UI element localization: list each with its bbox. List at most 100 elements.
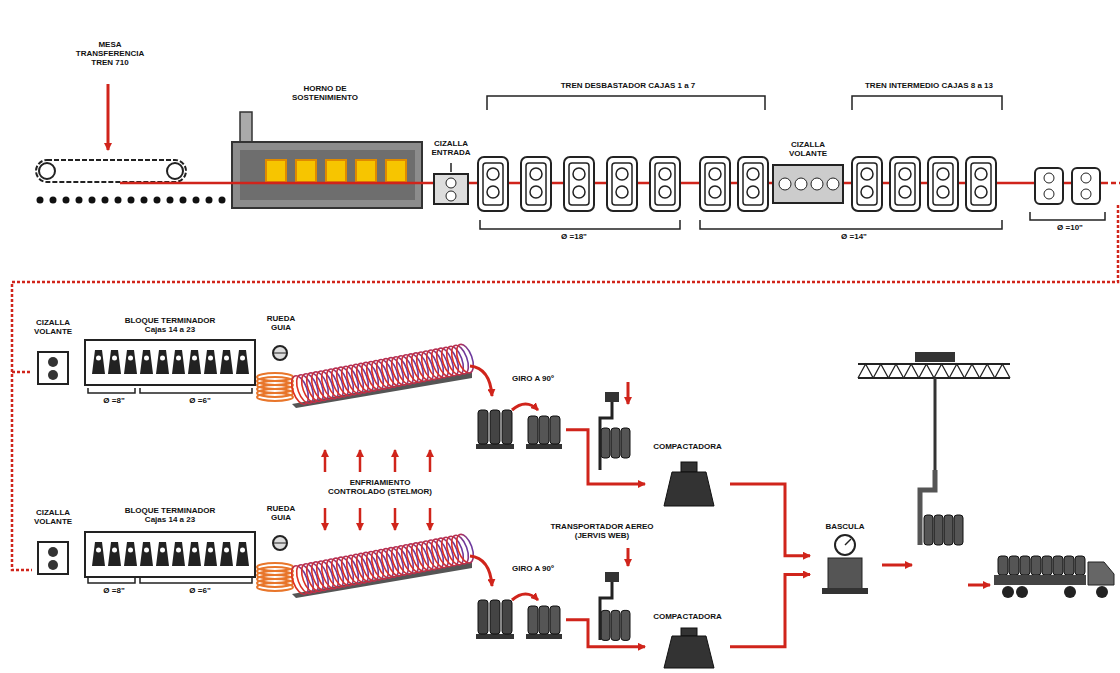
drawing-stroke bbox=[102, 197, 109, 204]
drawing-stroke bbox=[526, 634, 562, 639]
drawing-part bbox=[600, 402, 612, 470]
drawing-stroke bbox=[971, 163, 991, 205]
drawing-part bbox=[85, 532, 255, 577]
dimension-label: Ø =18" bbox=[552, 232, 596, 241]
equipment-node: BASCULA bbox=[810, 522, 880, 597]
equipment-node: HORNO DE SOSTENIMIENTO bbox=[260, 84, 390, 108]
drawing-part bbox=[429, 450, 432, 472]
drawing-part bbox=[1096, 586, 1108, 598]
drawing-stroke bbox=[895, 163, 915, 205]
holding-furnace bbox=[232, 112, 422, 208]
drawing-stroke bbox=[167, 197, 174, 204]
dimension-label: Ø =6" bbox=[178, 586, 222, 595]
drawing-stroke bbox=[621, 610, 630, 640]
drawing-stroke bbox=[964, 364, 979, 378]
drawing-part bbox=[37, 197, 226, 204]
drawing-stroke bbox=[933, 163, 953, 205]
drawing-part bbox=[681, 462, 697, 472]
drawing-stroke bbox=[747, 186, 759, 198]
section-label: TREN INTERMEDIO CAJAS 8 a 13 bbox=[846, 81, 1012, 90]
drawing-stroke bbox=[188, 542, 201, 566]
drawing-stroke bbox=[858, 364, 873, 378]
drawing-stroke bbox=[204, 542, 217, 566]
drawing-part bbox=[88, 388, 135, 393]
compactors bbox=[664, 462, 714, 668]
flying-shear bbox=[773, 165, 843, 203]
drawing-stroke bbox=[37, 197, 44, 204]
jervis-web-transport bbox=[600, 392, 619, 640]
drawing-part bbox=[835, 535, 855, 555]
equipment-label: RUEDA GUIA bbox=[261, 314, 301, 332]
drawing-stroke bbox=[659, 168, 671, 180]
drawing-stroke bbox=[1044, 173, 1054, 183]
drawing-stroke bbox=[128, 356, 133, 361]
drawing-part bbox=[827, 178, 839, 190]
drawing-stroke bbox=[140, 350, 153, 374]
drawing-part bbox=[107, 84, 110, 150]
drawing-stroke bbox=[1072, 168, 1100, 204]
drawing-part bbox=[605, 572, 619, 582]
equipment-node: BLOQUE TERMINADOR Cajas 14 a 23 bbox=[110, 316, 230, 338]
equipment-label: HORNO DE SOSTENIMIENTO bbox=[275, 84, 375, 102]
drawing-stroke bbox=[861, 168, 873, 180]
drawing-stroke bbox=[144, 548, 149, 553]
transfer-table bbox=[36, 84, 226, 204]
drawing-stroke bbox=[616, 186, 628, 198]
drawing-stroke bbox=[160, 356, 165, 361]
drawing-stroke bbox=[156, 350, 169, 374]
drawing-stroke bbox=[144, 356, 149, 361]
drawing-stroke bbox=[998, 556, 1008, 575]
drawing-stroke bbox=[502, 410, 512, 444]
drawing-part bbox=[968, 584, 990, 587]
drawing-stroke bbox=[156, 542, 169, 566]
drawing-part bbox=[240, 150, 415, 200]
drawing-stroke bbox=[980, 364, 995, 378]
drawing-part bbox=[394, 450, 397, 472]
drawing-stroke bbox=[890, 157, 920, 211]
drawing-stroke bbox=[206, 197, 213, 204]
drawing-stroke bbox=[937, 168, 949, 180]
dimension-label: Ø =8" bbox=[92, 396, 136, 405]
drawing-stroke bbox=[709, 186, 721, 198]
drawing-stroke bbox=[76, 197, 83, 204]
bar-path bbox=[12, 205, 1118, 570]
drawing-stroke bbox=[487, 186, 499, 198]
drawing-stroke bbox=[89, 197, 96, 204]
drawing-part bbox=[858, 364, 1010, 378]
drawing-stroke bbox=[954, 515, 963, 545]
drawing-stroke bbox=[528, 416, 538, 444]
equipment-label: CIZALLA VOLANTE bbox=[26, 318, 80, 336]
drawing-stroke bbox=[700, 157, 730, 211]
drawing-stroke bbox=[453, 342, 476, 375]
drawing-stroke bbox=[539, 416, 549, 444]
drawing-part bbox=[36, 160, 186, 182]
drawing-part bbox=[266, 160, 406, 182]
equipment-node: RUEDA GUIA bbox=[260, 314, 302, 336]
drawing-stroke bbox=[904, 364, 919, 378]
drawing-stroke bbox=[192, 548, 197, 553]
drawing-stroke bbox=[490, 410, 500, 444]
drawing-stroke bbox=[550, 606, 560, 634]
equipment-node: BLOQUE TERMINADOR Cajas 14 a 23 bbox=[110, 506, 230, 528]
drawing-stroke bbox=[928, 157, 958, 211]
drawing-part bbox=[273, 536, 287, 550]
drawing-stroke bbox=[266, 160, 286, 182]
dimension-label: Ø =10" bbox=[1048, 223, 1092, 232]
drawing-part bbox=[48, 547, 58, 557]
equipment-node: MESA TRANSFERENCIA TREN 710 bbox=[60, 40, 160, 70]
equipment-label: BLOQUE TERMINADOR Cajas 14 a 23 bbox=[115, 506, 225, 524]
drawing-part bbox=[998, 556, 1085, 575]
truck bbox=[994, 556, 1114, 598]
drawing-stroke bbox=[220, 542, 233, 566]
equipment-label: CIZALLA VOLANTE bbox=[26, 508, 80, 526]
drawing-stroke bbox=[995, 364, 1010, 378]
drawing-stroke bbox=[176, 356, 181, 361]
drawing-part bbox=[85, 340, 255, 385]
drawing-stroke bbox=[208, 356, 213, 361]
drawing-stroke bbox=[108, 542, 121, 566]
drawing-part bbox=[39, 163, 55, 179]
drawing-stroke bbox=[659, 186, 671, 198]
drawing-stroke bbox=[257, 393, 293, 401]
drawing-stroke bbox=[1075, 556, 1085, 575]
drawing-stroke bbox=[944, 515, 953, 545]
